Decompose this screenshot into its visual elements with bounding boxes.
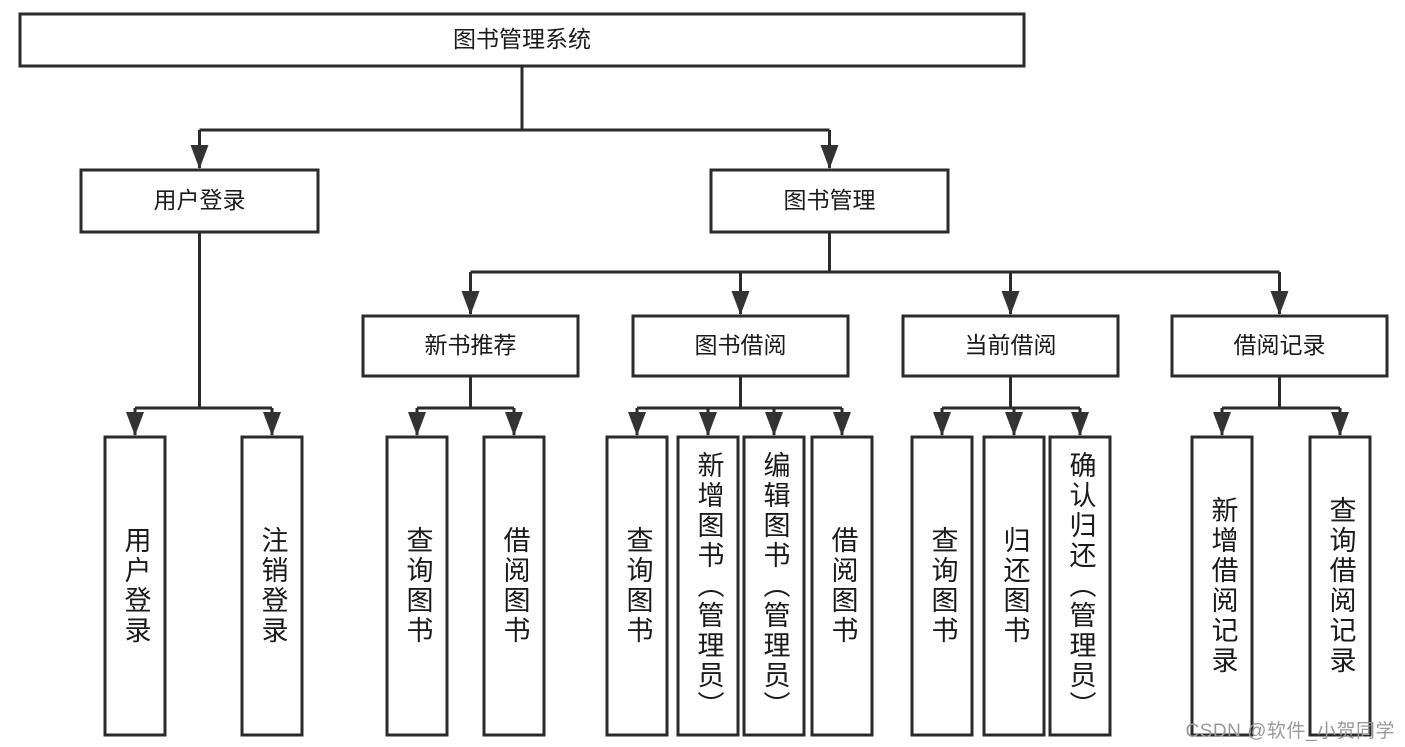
node-title-rect[interactable] (18, 12, 1026, 68)
arrow-to-leaf-borrow-book-1 (505, 412, 523, 436)
node-leaf-return-book-rect[interactable] (982, 435, 1046, 737)
node-new-book-recommend[interactable] (361, 314, 580, 378)
node-title-label: 图书管理系统 (453, 26, 591, 52)
node-borrow-record[interactable] (1170, 314, 1389, 378)
arrow-to-current-borrow (1001, 291, 1020, 315)
node-leaf-borrow-book-1-rect[interactable] (482, 435, 546, 737)
node-leaf-add-record[interactable] (1190, 435, 1254, 737)
node-new-book-recommend-rect[interactable] (361, 314, 580, 378)
node-user-login-label: 用户登录 (154, 187, 246, 213)
node-user-login-rect[interactable] (79, 168, 320, 234)
node-leaf-edit-book[interactable] (742, 435, 806, 737)
node-book-management-label: 图书管理 (784, 187, 876, 213)
node-leaf-query-book-3-rect[interactable] (910, 435, 974, 737)
node-leaf-return-book[interactable] (982, 435, 1046, 737)
arrow-to-leaf-query-book-1 (408, 412, 426, 436)
node-leaf-query-record-rect[interactable] (1308, 435, 1372, 737)
node-leaf-user-login-rect[interactable] (103, 435, 167, 737)
node-leaf-confirm-return[interactable] (1048, 435, 1112, 737)
node-borrow-record-label: 借阅记录 (1234, 332, 1326, 358)
node-leaf-borrow-book-2[interactable] (810, 435, 874, 737)
node-leaf-add-book-rect[interactable] (676, 435, 740, 737)
node-leaf-query-book-1-rect[interactable] (385, 435, 449, 737)
node-borrow-record-rect[interactable] (1170, 314, 1389, 378)
arrow-to-leaf-add-book (699, 412, 717, 436)
node-leaf-add-book[interactable] (676, 435, 740, 737)
node-user-login[interactable] (79, 168, 320, 234)
node-book-borrow-rect[interactable] (631, 314, 850, 378)
node-leaf-add-record-rect[interactable] (1190, 435, 1254, 737)
node-leaf-query-book-2-rect[interactable] (605, 435, 669, 737)
node-leaf-borrow-book-2-rect[interactable] (810, 435, 874, 737)
node-current-borrow-label: 当前借阅 (965, 332, 1057, 358)
node-current-borrow-rect[interactable] (901, 314, 1120, 378)
arrow-to-leaf-borrow-book-2 (833, 412, 851, 436)
node-leaf-query-book-3[interactable] (910, 435, 974, 737)
node-book-management[interactable] (709, 168, 950, 234)
arrow-to-leaf-add-record (1213, 412, 1231, 436)
arrow-to-leaf-query-book-3 (933, 412, 951, 436)
node-leaf-confirm-return-rect[interactable] (1048, 435, 1112, 737)
arrow-to-leaf-logout (263, 412, 281, 436)
arrow-to-book-borrow (731, 291, 750, 315)
node-leaf-query-book-2[interactable] (605, 435, 669, 737)
node-leaf-query-book-1[interactable] (385, 435, 449, 737)
watermark-text: CSDN @软件_小贺同学 (1185, 721, 1395, 742)
arrow-to-leaf-query-book-2 (628, 412, 646, 436)
arrow-to-leaf-query-record (1331, 412, 1349, 436)
node-title[interactable] (18, 12, 1026, 68)
arrow-to-leaf-return-book (1005, 412, 1023, 436)
node-book-borrow[interactable] (631, 314, 850, 378)
node-leaf-borrow-book-1[interactable] (482, 435, 546, 737)
arrow-to-leaf-user-login (126, 412, 144, 436)
node-leaf-logout-rect[interactable] (240, 435, 304, 737)
node-current-borrow[interactable] (901, 314, 1120, 378)
arrow-to-borrow-record (1270, 291, 1289, 315)
node-book-management-rect[interactable] (709, 168, 950, 234)
node-leaf-edit-book-rect[interactable] (742, 435, 806, 737)
arrow-to-leaf-edit-book (765, 412, 783, 436)
arrow-to-book-management (820, 145, 839, 169)
node-new-book-recommend-label: 新书推荐 (425, 332, 517, 358)
node-leaf-query-record[interactable] (1308, 435, 1372, 737)
node-leaf-logout[interactable] (240, 435, 304, 737)
arrow-to-new-book-recommend (461, 291, 480, 315)
arrow-to-user-login (190, 145, 209, 169)
boxes-layer (18, 12, 1389, 737)
connectors-layer (126, 66, 1349, 436)
node-book-borrow-label: 图书借阅 (695, 332, 787, 358)
arrow-to-leaf-confirm-return (1071, 412, 1089, 436)
node-leaf-user-login[interactable] (103, 435, 167, 737)
